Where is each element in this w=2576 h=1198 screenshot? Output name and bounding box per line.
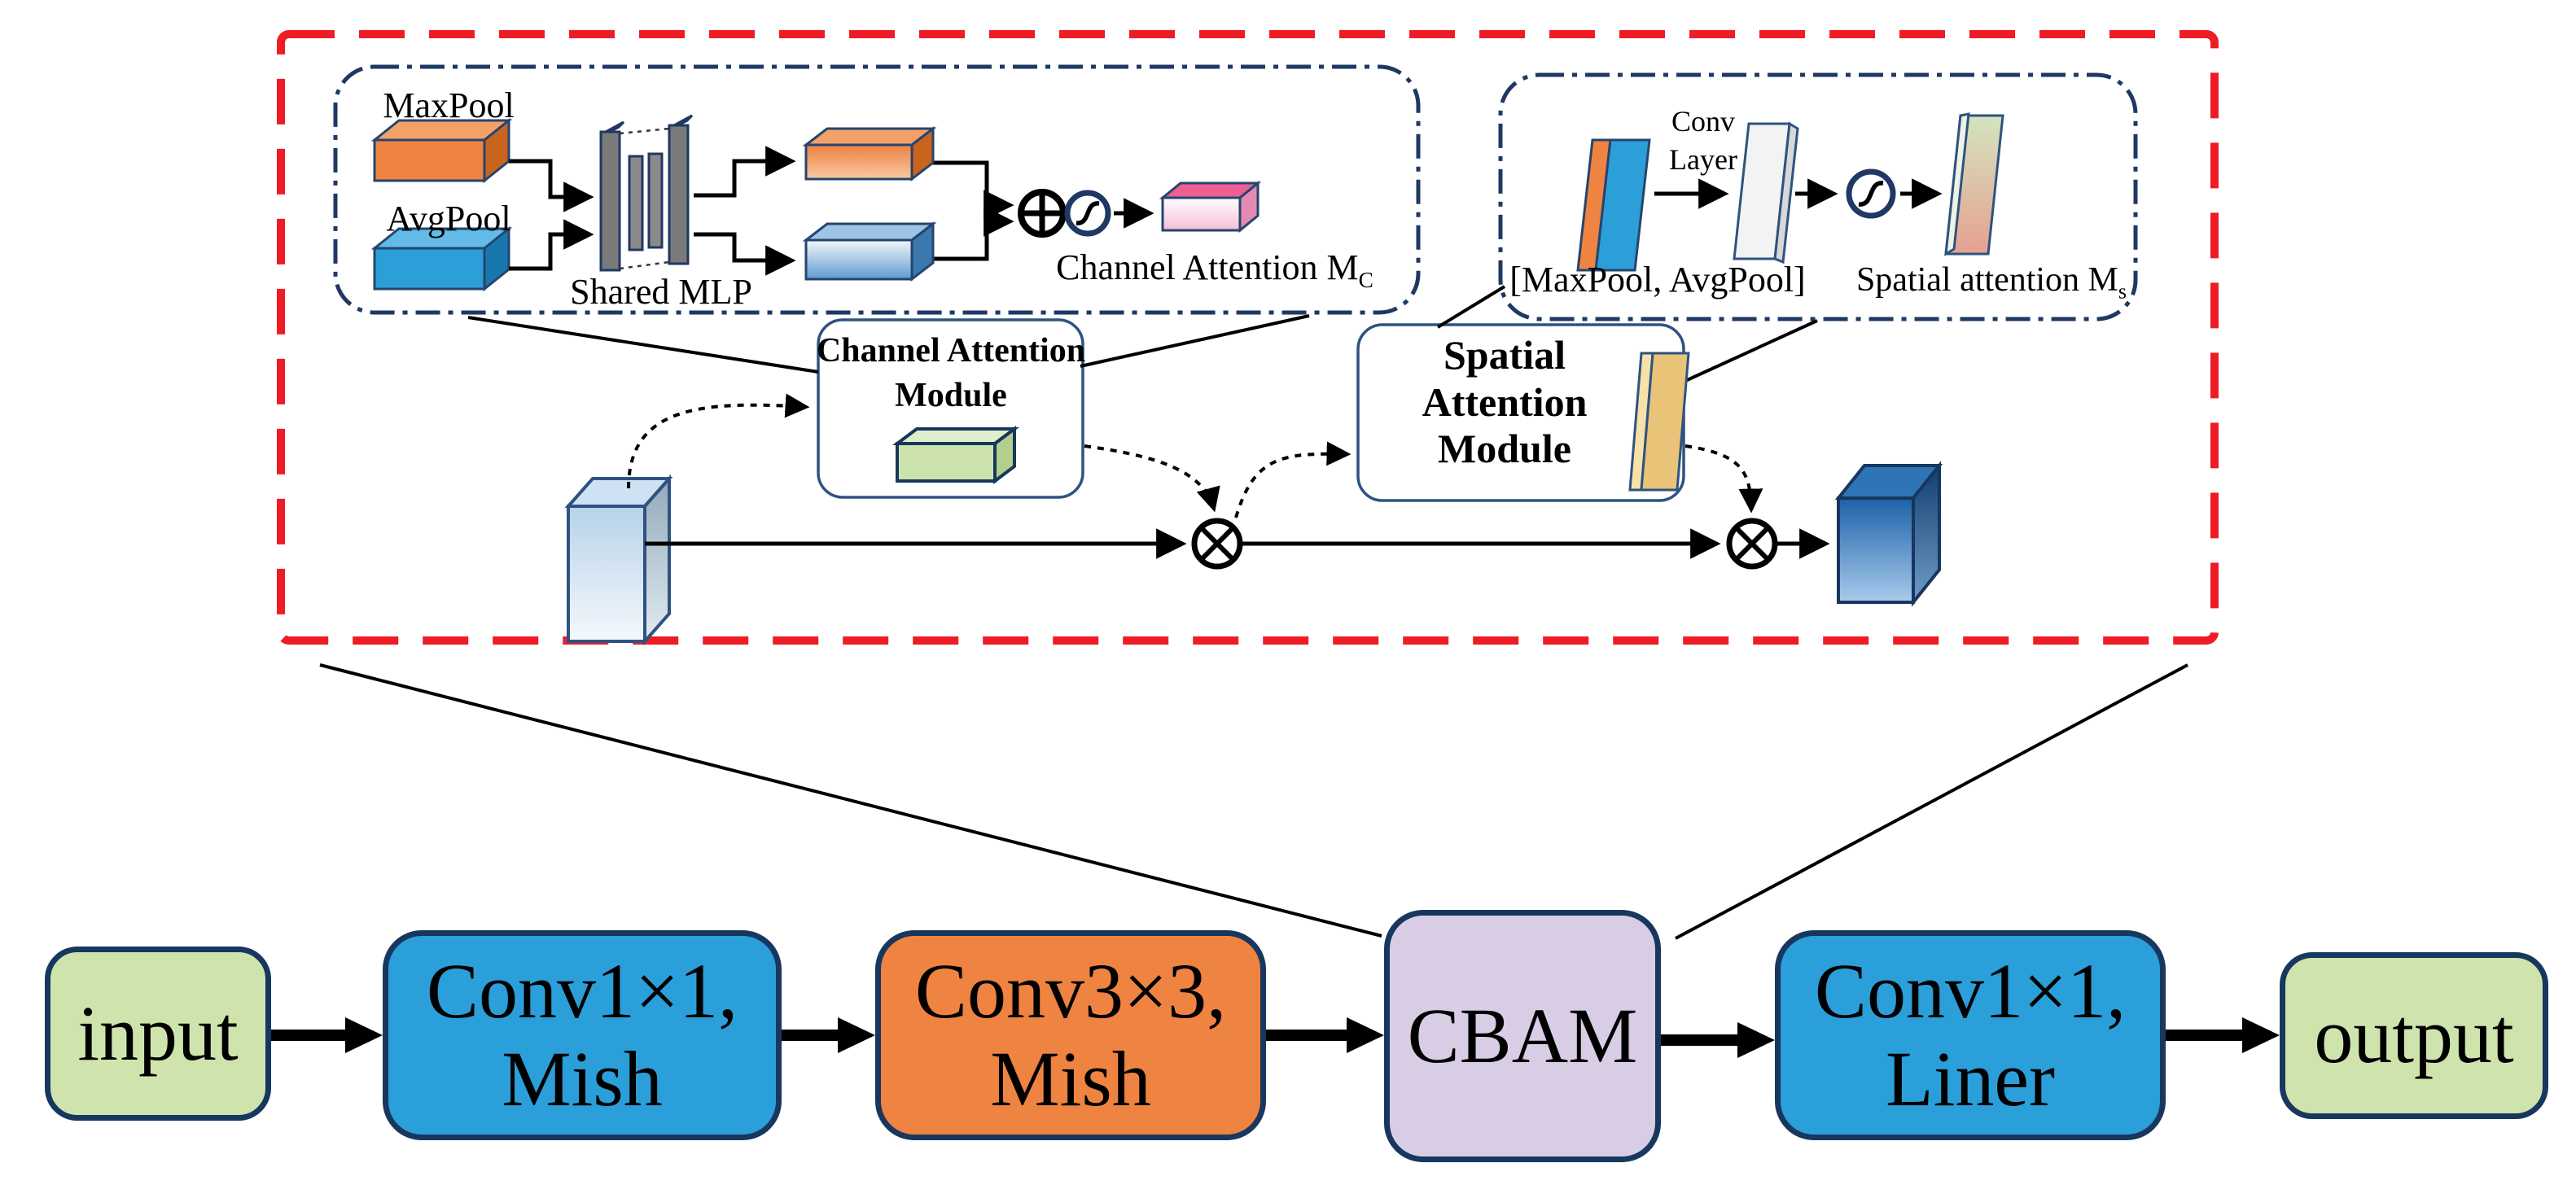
add-icon: [1018, 189, 1067, 238]
spatial-module-line2: Attention: [1422, 378, 1588, 425]
pipeline-conv1-liner-box: Conv1×1, Liner: [1775, 930, 2166, 1140]
spatial-attention-output-plate: [1944, 112, 2004, 256]
channel-attention-module-label: Channel Attention Module: [817, 329, 1085, 418]
avgpool-label: AvgPool: [386, 199, 511, 238]
multiply-icon: [1191, 518, 1243, 570]
pipeline-arrows: [271, 1017, 2280, 1058]
mlp-out-max-brick: [802, 125, 937, 182]
channel-module-line1: Channel Attention: [816, 332, 1086, 369]
conv1-mish-line1: Conv1×1,: [426, 947, 738, 1035]
conv3-mish-line1: Conv3×3,: [914, 947, 1227, 1035]
conv3-mish-line2: Mish: [990, 1035, 1151, 1122]
cbam-label: CBAM: [1407, 992, 1638, 1080]
channel-detail-arrows: [509, 146, 1154, 276]
conv-layer-line1: Conv: [1671, 105, 1735, 138]
spatial-attention-detail-box: [1498, 72, 2138, 321]
spatial-attention-module-label: Spatial Attention Module: [1422, 332, 1588, 473]
spatial-attention-output-label: Spatial attention Ms: [1856, 260, 2127, 304]
channel-module-brick: [892, 426, 1019, 484]
concat-pools-label: [MaxPool, AvgPool]: [1509, 260, 1806, 300]
channel-module-line2: Module: [895, 376, 1007, 414]
pipeline-conv1-mish-box: Conv1×1, Mish: [383, 930, 782, 1140]
sigmoid-icon: [1064, 190, 1111, 237]
spatial-module-line1: Spatial: [1443, 332, 1566, 378]
channel-attention-module-box: [817, 318, 1084, 499]
zoom-leader-lines: [319, 663, 2188, 940]
maxpool-label: MaxPool: [383, 85, 515, 125]
pipeline-input-box: input: [45, 947, 271, 1121]
conv1-liner-line2: Liner: [1886, 1035, 2055, 1122]
input-feature-cube: [564, 474, 673, 646]
pipeline-output-box: output: [2280, 952, 2548, 1119]
channel-attention-output-brick: [1159, 180, 1262, 234]
conv-layer-line2: Layer: [1669, 142, 1737, 176]
pipeline-output-label: output: [2314, 991, 2514, 1079]
channel-attention-detail-box: [333, 64, 1421, 315]
conv-feature-plate: [1733, 121, 1799, 265]
mlp-out-avg-brick: [802, 221, 937, 282]
concat-plates: [1576, 138, 1651, 272]
callout-connector-lines: [467, 285, 1818, 383]
pipeline-cbam-box: CBAM: [1384, 910, 1661, 1162]
sigmoid-icon: [1846, 168, 1896, 219]
maxpool-brick: [370, 117, 513, 184]
avgpool-brick: [370, 225, 513, 292]
channel-attention-output-subscript: C: [1358, 267, 1373, 292]
conv-layer-label: Conv Layer: [1669, 103, 1737, 179]
conv1-mish-line2: Mish: [502, 1035, 663, 1122]
shared-mlp-label: Shared MLP: [570, 272, 752, 312]
pipeline-input-label: input: [77, 990, 239, 1078]
spatial-attention-output-text: Spatial attention M: [1855, 261, 2118, 299]
multiply-icon: [1726, 518, 1778, 570]
attention-routing-arrows: [627, 393, 1763, 518]
channel-attention-output-label: Channel Attention MC: [1056, 247, 1373, 293]
channel-attention-output-text: Channel Attention M: [1056, 247, 1359, 287]
spatial-module-plate: [1628, 352, 1690, 492]
spatial-module-line3: Module: [1438, 426, 1571, 471]
spatial-attention-output-subscript: s: [2118, 279, 2127, 304]
shared-mlp-plates: [599, 114, 694, 272]
output-feature-cube: [1834, 461, 1943, 607]
pipeline-conv3-mish-box: Conv3×3, Mish: [875, 930, 1266, 1140]
conv1-liner-line1: Conv1×1,: [1814, 947, 2127, 1035]
